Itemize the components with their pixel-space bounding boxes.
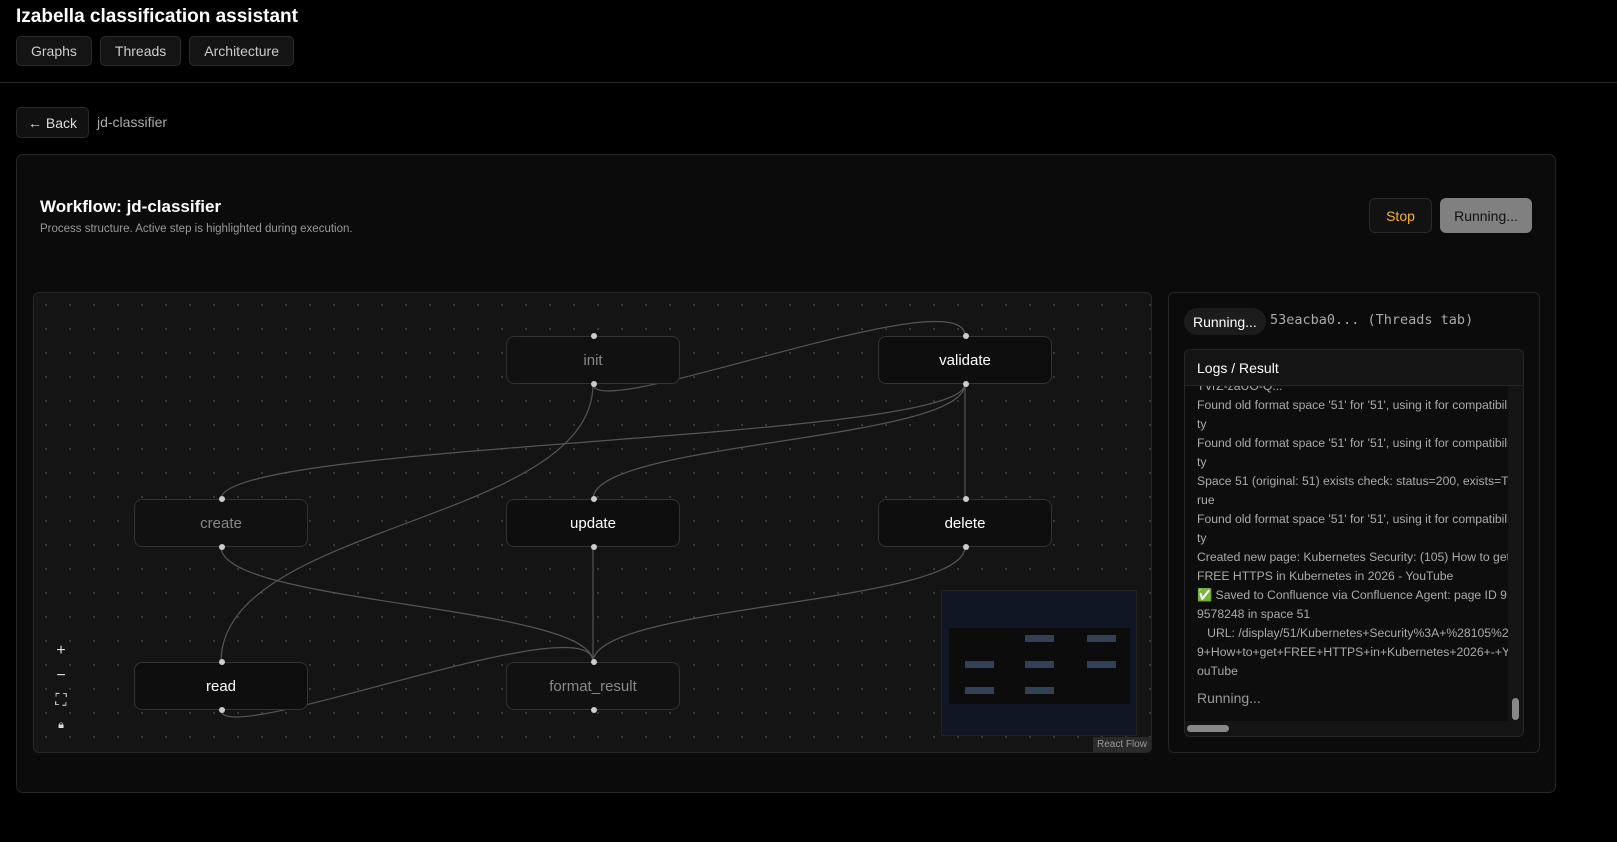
target-handle[interactable] — [591, 333, 597, 339]
zoom-in-icon[interactable]: + — [56, 641, 66, 659]
log-running-text: Running... — [1197, 690, 1261, 706]
breadcrumb: jd-classifier — [97, 114, 168, 130]
node-label: validate — [939, 351, 991, 369]
edge-init-read[interactable] — [220, 383, 594, 663]
header-divider — [0, 82, 1617, 83]
minimap-node — [1025, 687, 1054, 694]
fit-view-icon[interactable]: ⛶ — [55, 691, 67, 709]
tab-graphs[interactable]: Graphs — [16, 36, 92, 66]
source-handle[interactable] — [219, 544, 225, 550]
horizontal-scrollbar[interactable] — [1185, 721, 1523, 736]
minimap[interactable] — [941, 590, 1137, 736]
node-label: update — [570, 514, 616, 532]
workflow-graph-canvas[interactable]: format_result read delete update create valid… — [33, 292, 1152, 753]
edge-validate-update[interactable] — [592, 383, 966, 500]
logs-panel: Logs / Result TVrZ-zaUO-Q... Found old f… — [1184, 349, 1524, 737]
source-handle[interactable] — [219, 707, 225, 713]
node-validate[interactable]: validate — [878, 333, 1052, 387]
minimap-node — [965, 661, 994, 668]
target-handle[interactable] — [219, 496, 225, 502]
target-handle[interactable] — [591, 496, 597, 502]
node-create[interactable]: create — [134, 496, 308, 550]
edge-validate-create[interactable] — [220, 383, 966, 500]
source-handle[interactable] — [591, 381, 597, 387]
lock-icon[interactable]: 🔒︎ — [58, 719, 64, 731]
app-title: Izabella classification assistant — [16, 6, 298, 27]
graph-controls: + − ⛶ 🔒︎ — [48, 638, 74, 738]
edge-read-format_result[interactable] — [220, 646, 594, 718]
vertical-scrollbar[interactable] — [1508, 386, 1523, 722]
edge-create-format_result[interactable] — [220, 546, 594, 663]
node-label: read — [205, 677, 237, 695]
node-delete[interactable]: delete — [878, 496, 1052, 550]
node-label: init — [583, 351, 603, 369]
main-tabs: Graphs Threads Architecture — [16, 36, 294, 66]
minimap-node — [1087, 635, 1116, 642]
node-update[interactable]: update — [506, 496, 680, 550]
source-handle[interactable] — [591, 707, 597, 713]
target-handle[interactable] — [219, 659, 225, 665]
source-handle[interactable] — [963, 381, 969, 387]
node-label: create — [200, 514, 242, 532]
stop-button[interactable]: Stop — [1369, 198, 1432, 233]
workflow-subtitle: Process structure. Active step is highli… — [40, 223, 353, 235]
running-button[interactable]: Running... — [1440, 198, 1532, 233]
minimap-node — [1087, 661, 1116, 668]
target-handle[interactable] — [963, 333, 969, 339]
node-read[interactable]: read — [134, 659, 308, 713]
logs-title: Logs / Result — [1185, 350, 1523, 386]
run-status-badge: Running... — [1184, 308, 1266, 335]
react-flow-attribution[interactable]: React Flow — [1092, 737, 1151, 752]
node-label: delete — [944, 514, 986, 532]
source-handle[interactable] — [963, 544, 969, 550]
minimap-node — [1025, 661, 1054, 668]
tab-architecture[interactable]: Architecture — [189, 36, 294, 66]
back-button[interactable]: ← Back — [16, 107, 89, 138]
minimap-node — [1025, 635, 1054, 642]
node-label: format_result — [549, 677, 637, 695]
tab-threads[interactable]: Threads — [99, 36, 182, 66]
edge-init-validate[interactable] — [592, 320, 966, 392]
log-output: TVrZ-zaUO-Q... Found old format space '5… — [1197, 386, 1508, 678]
target-handle[interactable] — [963, 496, 969, 502]
thread-id: 53eacba0... (Threads tab) — [1270, 312, 1474, 328]
graph-edges — [220, 320, 966, 718]
node-init[interactable]: init — [506, 333, 680, 387]
node-format-result[interactable]: format_result — [506, 659, 680, 713]
edge-delete-format_result[interactable] — [592, 546, 966, 663]
zoom-out-icon[interactable]: − — [56, 666, 66, 684]
source-handle[interactable] — [591, 544, 597, 550]
minimap-node — [965, 687, 994, 694]
target-handle[interactable] — [591, 659, 597, 665]
workflow-title: Workflow: jd-classifier — [40, 197, 222, 216]
